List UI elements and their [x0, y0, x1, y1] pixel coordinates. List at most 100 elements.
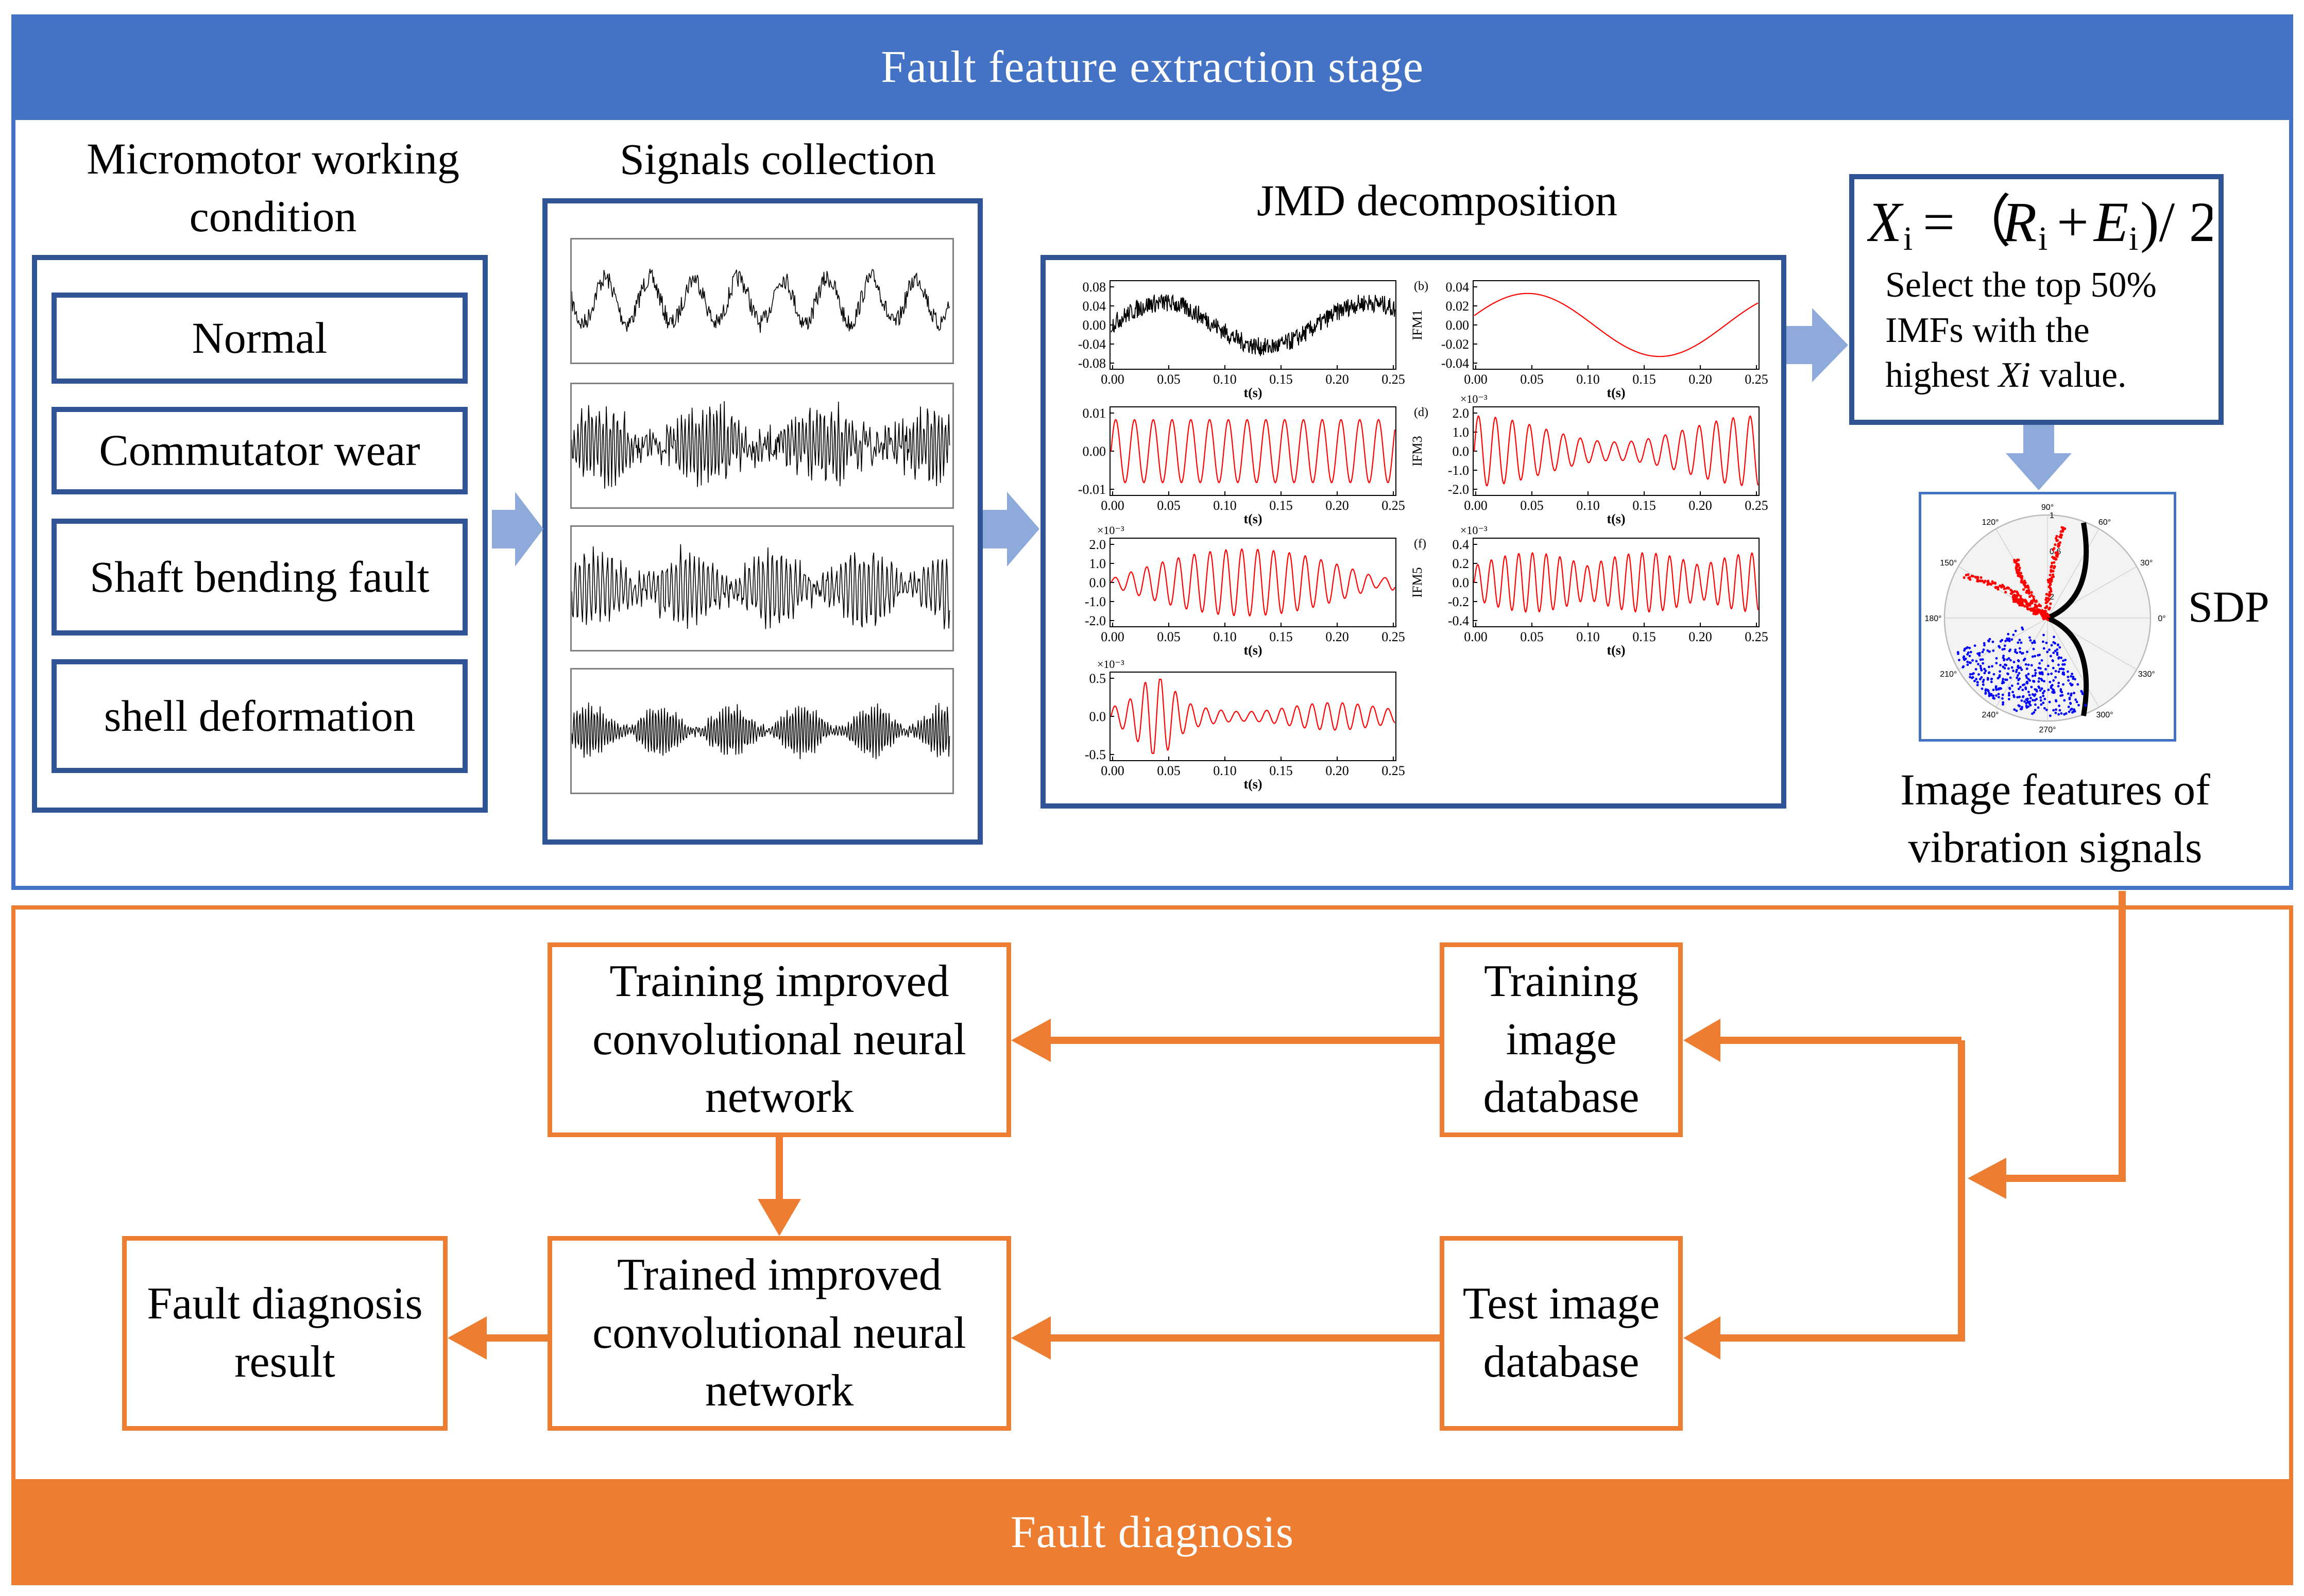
x-tick-label: 0.15: [1632, 372, 1656, 387]
y-tick-label: -2.0: [1085, 613, 1106, 628]
x-tick-label: 0.20: [1688, 629, 1712, 644]
signals-heading: Signals collection: [620, 134, 936, 184]
sdp-radial-label: 2: [2050, 593, 2054, 602]
selection-line-1: Select the top 50%: [1885, 265, 2157, 305]
y-axis-label: IFM3: [1410, 436, 1425, 466]
x-tick-label: 0.05: [1157, 763, 1181, 778]
svg-text:)/ 2: )/ 2: [2140, 191, 2212, 253]
y-tick-label: 1.0: [1453, 425, 1470, 440]
condition-shell-deformation: shell deformation: [52, 659, 468, 773]
condition-commutator-wear: Commutator wear: [52, 407, 468, 494]
y-tick-label: 2.0: [1453, 406, 1470, 421]
x-tick-label: 0.00: [1101, 372, 1124, 387]
x-tick-label: 0.10: [1213, 498, 1237, 513]
svg-text:R: R: [2002, 191, 2037, 253]
y-tick-label: -0.2: [1448, 594, 1469, 609]
arrow-selection-to-sdp: [2006, 425, 2072, 490]
x-tick-label: 0.25: [1381, 763, 1405, 778]
y-axis-label: IFM5: [1410, 567, 1425, 597]
condition-normal: Normal: [52, 293, 468, 384]
test-image-database-box: Test image database: [1440, 1236, 1683, 1431]
y-tick-label: 0.0: [1453, 575, 1470, 590]
x-tick-label: 0.15: [1632, 629, 1656, 644]
jmd-trace: [1110, 419, 1396, 484]
exponent-label: ×10⁻³: [1460, 392, 1488, 405]
y-tick-label: 0.02: [1446, 299, 1470, 314]
x-tick-label: 0.25: [1745, 498, 1768, 513]
x-tick-label: 0.05: [1520, 372, 1544, 387]
svg-text:i: i: [2129, 220, 2138, 258]
fault-diagnosis-title: Fault diagnosis: [1010, 1507, 1294, 1557]
y-tick-label: 1.0: [1089, 556, 1106, 571]
selection-formula: X i =（ R i + E i )/ 2: [1865, 185, 2217, 263]
sdp-angle-label: 210°: [1940, 670, 1957, 679]
x-tick-label: 0.05: [1157, 498, 1181, 513]
y-tick-label: -0.5: [1085, 747, 1106, 762]
jmd-trace: [1111, 548, 1396, 617]
svg-text:i: i: [2038, 220, 2047, 258]
svg-text:X: X: [1867, 191, 1904, 253]
x-axis-label: t(s): [1243, 643, 1262, 658]
working-condition-heading: Micromotor working condition: [87, 134, 459, 241]
sdp-angle-label: 240°: [1982, 711, 1999, 719]
x-tick-label: 0.20: [1325, 372, 1349, 387]
sdp-radial-label: 1: [2050, 511, 2054, 520]
exponent-label: ×10⁻³: [1097, 658, 1124, 671]
signal-trace: [572, 268, 950, 333]
x-tick-label: 0.25: [1745, 372, 1768, 387]
sdp-angle-label: 270°: [2039, 726, 2056, 734]
y-tick-label: 0.5: [1089, 671, 1106, 686]
y-axis-label: IFM1: [1410, 310, 1425, 340]
x-tick-label: 0.05: [1157, 372, 1181, 387]
sdp-angle-label: 150°: [1940, 559, 1957, 568]
sdp-angle-label: 330°: [2138, 670, 2155, 679]
xi-symbol: Xi: [1998, 355, 2030, 395]
sdp-angle-label: 300°: [2096, 711, 2113, 719]
arrow-conditions-to-signals: [492, 492, 543, 567]
subplot-tag: (b): [1414, 280, 1428, 293]
feature-extraction-title: Fault feature extraction stage: [881, 42, 1424, 92]
sdp-label: SDP: [2188, 582, 2269, 631]
y-tick-label: 0.0: [1089, 575, 1106, 590]
sdp-angle-label: 120°: [1982, 518, 1999, 527]
selection-line-2: IMFs with the: [1885, 310, 2090, 350]
x-tick-label: 0.25: [1381, 372, 1405, 387]
x-tick-label: 0.25: [1381, 629, 1405, 644]
x-axis-label: t(s): [1607, 385, 1625, 400]
y-tick-label: 0.0: [1089, 709, 1106, 724]
jmd-heading: JMD decomposition: [1257, 176, 1617, 226]
y-tick-label: 0.00: [1083, 318, 1106, 333]
x-tick-label: 0.15: [1269, 763, 1293, 778]
x-tick-label: 0.00: [1464, 498, 1488, 513]
feature-extraction-banner: Fault feature extraction stage: [11, 14, 2293, 120]
exponent-label: ×10⁻³: [1097, 524, 1124, 537]
y-tick-label: -0.08: [1078, 356, 1106, 371]
y-tick-label: 0.04: [1446, 280, 1470, 295]
sdp-caption: Image features of vibration signals: [1900, 765, 2210, 872]
selection-description: Select the top 50% IMFs with the highest…: [1885, 263, 2205, 417]
x-tick-label: 0.00: [1101, 763, 1124, 778]
x-tick-label: 0.05: [1157, 629, 1181, 644]
subplot-tag: (d): [1414, 406, 1428, 419]
sdp-blue-points: [1956, 626, 2087, 717]
x-tick-label: 0.05: [1520, 498, 1544, 513]
selection-line-3: highest Xi value.: [1885, 355, 2127, 395]
signal-trace: [572, 702, 950, 760]
x-tick-label: 0.00: [1101, 629, 1124, 644]
x-tick-label: 0.05: [1520, 629, 1544, 644]
y-tick-label: -0.04: [1078, 337, 1106, 352]
x-tick-label: 0.10: [1576, 629, 1600, 644]
arrow-signals-to-jmd: [983, 492, 1039, 567]
y-tick-label: 0.00: [1446, 318, 1470, 333]
trained-cnn-box: Trained improved convolutional neural ne…: [548, 1236, 1011, 1431]
y-tick-label: -0.01: [1078, 482, 1106, 497]
signal-waveform-shell-deformation: [570, 668, 954, 794]
y-tick-label: -2.0: [1448, 482, 1469, 497]
x-tick-label: 0.20: [1688, 498, 1712, 513]
jmd-trace: [1473, 552, 1759, 613]
svg-text:E: E: [2093, 191, 2128, 253]
